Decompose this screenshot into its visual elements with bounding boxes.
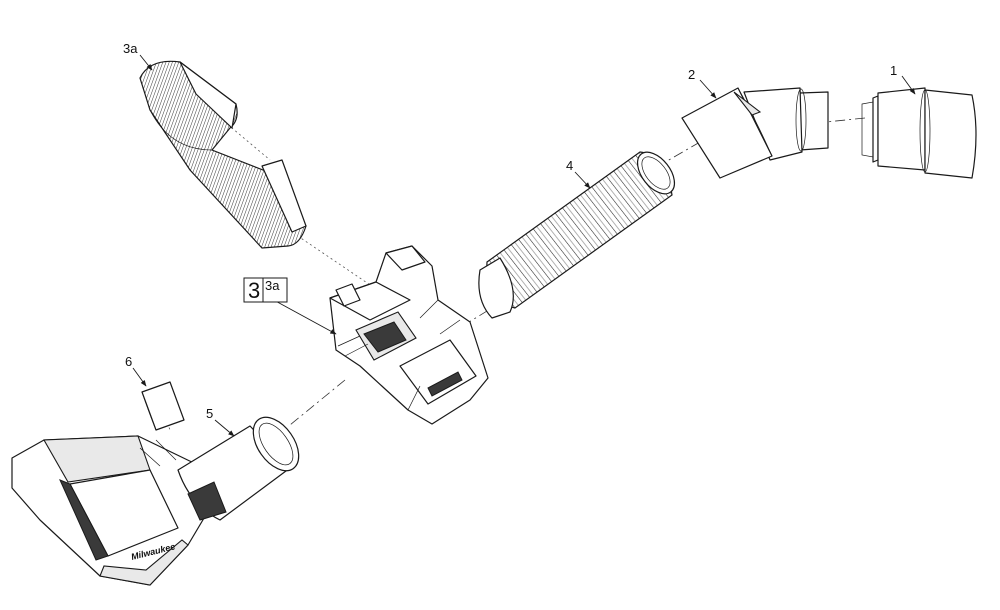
part-5-nozzle: Milwaukee bbox=[11, 416, 300, 586]
assembly-reference-box: 3 3a bbox=[243, 277, 288, 303]
assembly-box-number: 3 bbox=[248, 278, 260, 303]
callout-2: 2 bbox=[688, 67, 695, 82]
assembly-box-subpart: 3a bbox=[265, 278, 280, 293]
callout-5: 5 bbox=[206, 406, 213, 421]
callout-1: 1 bbox=[890, 63, 897, 78]
part-6-pad bbox=[141, 381, 185, 431]
callout-6: 6 bbox=[125, 354, 132, 369]
part-4-corrugated-hose bbox=[478, 151, 676, 319]
callout-4: 4 bbox=[566, 158, 573, 173]
part-3-housing bbox=[329, 245, 489, 425]
part-2-elbow bbox=[681, 87, 829, 179]
callout-3a-top: 3a bbox=[123, 41, 138, 56]
part-1-adapter bbox=[861, 87, 977, 179]
part-3a-ribbed-belt bbox=[139, 60, 307, 249]
callout-leaders bbox=[132, 54, 916, 437]
